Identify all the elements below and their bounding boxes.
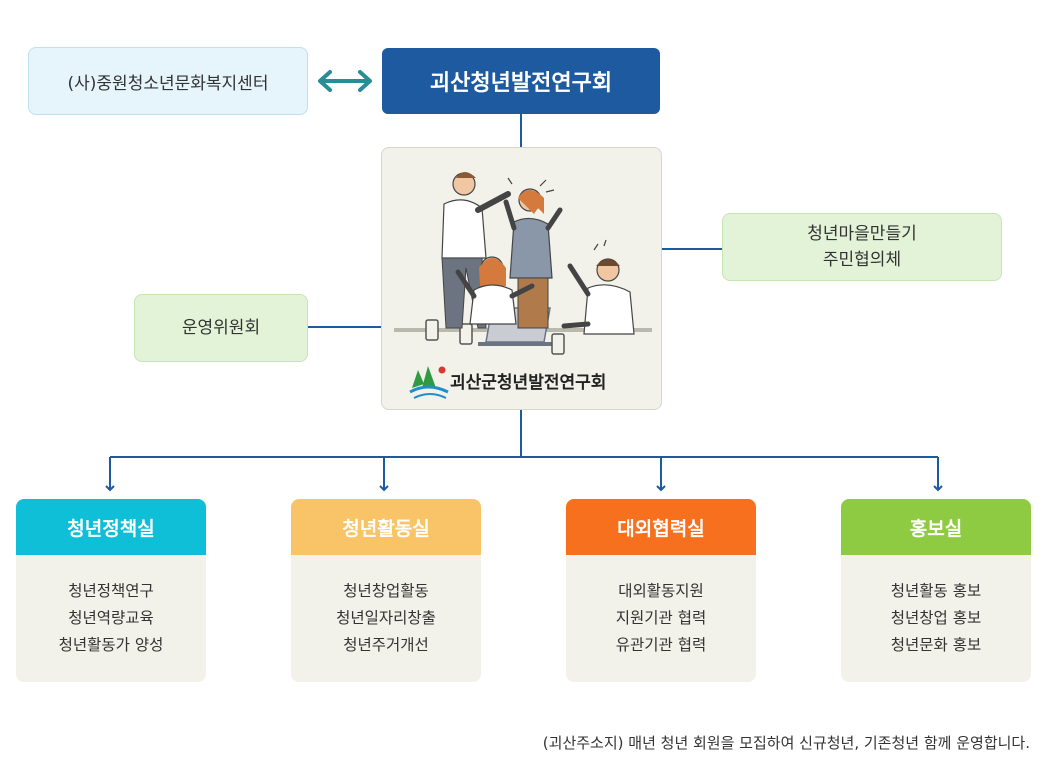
- main-org-box: 괴산청년발전연구회: [382, 48, 660, 114]
- village-council-box: 청년마을만들기 주민협의체: [722, 213, 1002, 281]
- department-item: 유관기관 협력: [615, 636, 707, 654]
- department-item: 청년창업 홍보: [890, 609, 982, 627]
- committee-label: 운영위원회: [181, 318, 261, 338]
- department-activity: 청년활동실 청년창업활동 청년일자리창출 청년주거개선: [291, 499, 481, 682]
- partner-box: (사)중원청소년문화복지센터: [28, 47, 308, 115]
- department-item: 청년문화 홍보: [890, 636, 982, 654]
- center-logo-text: 괴산군청년발전연구회: [450, 373, 607, 393]
- committee-box: 운영위원회: [134, 294, 308, 362]
- department-body: 청년정책연구 청년역량교육 청년활동가 양성: [16, 555, 206, 682]
- department-body: 청년활동 홍보 청년창업 홍보 청년문화 홍보: [841, 555, 1031, 682]
- department-pr: 홍보실 청년활동 홍보 청년창업 홍보 청년문화 홍보: [841, 499, 1031, 682]
- department-head: 대외협력실: [566, 499, 756, 555]
- department-policy: 청년정책실 청년정책연구 청년역량교육 청년활동가 양성: [16, 499, 206, 682]
- team-illustration: [394, 172, 652, 399]
- center-illustration-card: [381, 147, 662, 410]
- department-external: 대외협력실 대외활동지원 지원기관 협력 유관기관 협력: [566, 499, 756, 682]
- department-item: 청년주거개선: [343, 636, 429, 654]
- department-item: 청년일자리창출: [336, 609, 436, 627]
- department-item: 청년역량교육: [68, 609, 154, 627]
- department-item: 청년창업활동: [343, 582, 429, 600]
- department-item: 지원기관 협력: [615, 609, 707, 627]
- department-head: 청년정책실: [16, 499, 206, 555]
- footer-caption: (괴산주소지) 매년 청년 회원을 모집하여 신규청년, 기존청년 함께 운영합…: [542, 734, 1030, 752]
- double-arrow-icon: [318, 70, 372, 92]
- department-item: 청년활동가 양성: [58, 636, 164, 654]
- department-body: 청년창업활동 청년일자리창출 청년주거개선: [291, 555, 481, 682]
- village-line-2: 주민협의체: [822, 250, 902, 270]
- main-org-title: 괴산청년발전연구회: [429, 71, 613, 96]
- department-head: 청년활동실: [291, 499, 481, 555]
- department-body: 대외활동지원 지원기관 협력 유관기관 협력: [566, 555, 756, 682]
- department-head: 홍보실: [841, 499, 1031, 555]
- department-item: 대외활동지원: [618, 582, 704, 600]
- organization-logo-icon: [409, 366, 449, 399]
- village-line-1: 청년마을만들기: [807, 224, 917, 244]
- department-item: 청년정책연구: [68, 582, 154, 600]
- department-item: 청년활동 홍보: [890, 582, 982, 600]
- partner-label: (사)중원청소년문화복지센터: [67, 73, 269, 94]
